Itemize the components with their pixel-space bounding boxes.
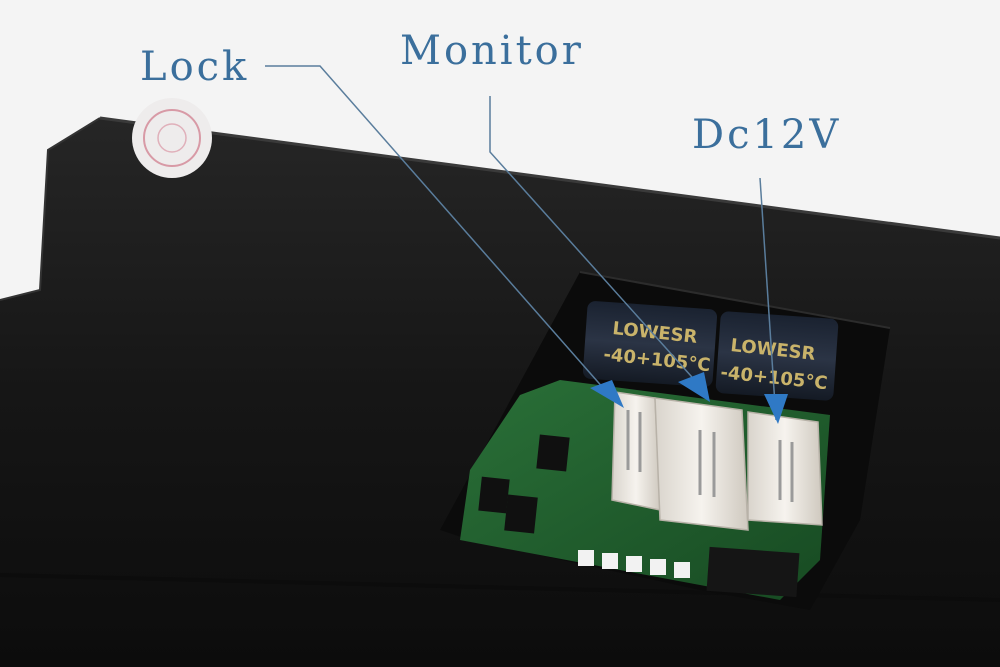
callout-monitor: Monitor [400,28,584,74]
smd-component [478,476,510,514]
leader-line-monitor [489,96,710,402]
leader-line-dc12v [759,177,788,424]
smd-component [536,434,570,472]
smd-component [504,494,538,534]
connector-monitor[interactable] [654,397,749,531]
sticker [132,98,212,178]
capacitor-right: LOWESR -40+105°C [715,311,839,401]
capacitor-left: LOWESR -40+105°C [582,301,718,387]
callout-lock: Lock [140,44,250,90]
ic-chip [706,546,800,598]
leader-line-lock [265,65,624,408]
connector-dc12v[interactable] [747,411,823,526]
led-row [578,550,690,578]
connector-lock[interactable] [611,391,661,511]
callout-dc12v: Dc12V [692,112,842,158]
